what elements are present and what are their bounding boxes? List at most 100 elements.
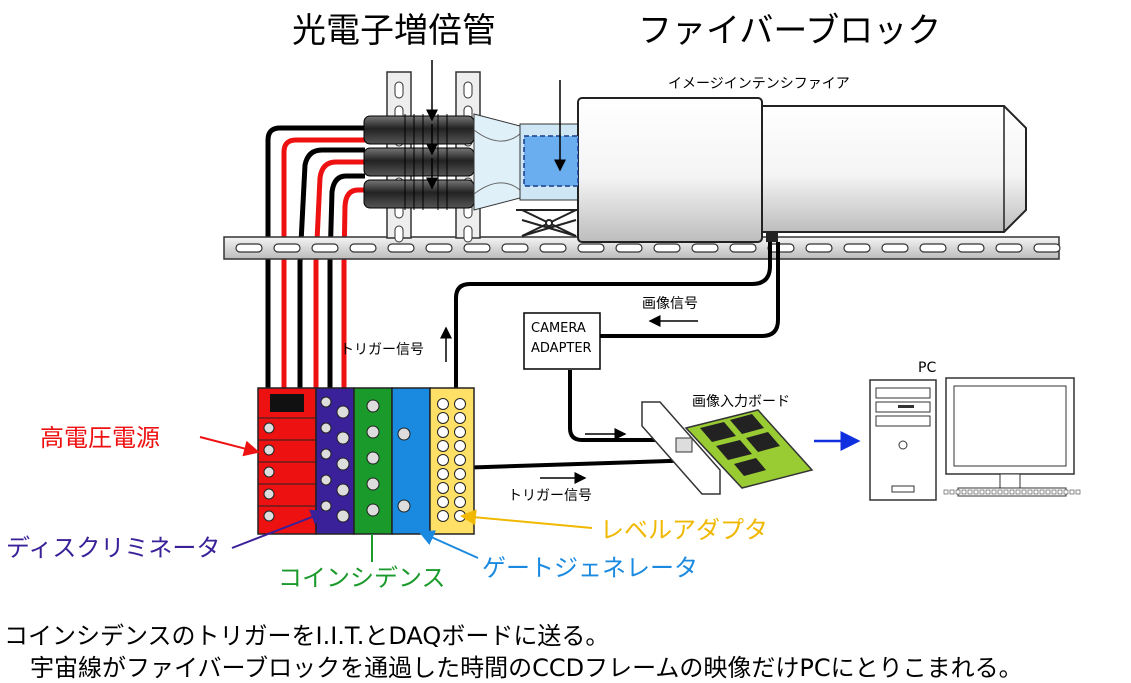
level-connector bbox=[454, 454, 466, 466]
level-connector bbox=[454, 398, 466, 410]
level-connector bbox=[454, 468, 466, 480]
hv-knob bbox=[263, 466, 275, 478]
disc-knob bbox=[320, 422, 332, 434]
discriminator-label: ディスクリミネータ bbox=[6, 534, 221, 562]
hv-power-label: 高電圧電源 bbox=[40, 424, 160, 452]
rail-slot bbox=[539, 243, 567, 253]
coin-knob bbox=[366, 503, 380, 517]
rail-slot bbox=[273, 243, 301, 253]
scissor-lift bbox=[516, 209, 582, 237]
direction-arrows bbox=[440, 315, 698, 484]
rail-slot bbox=[1033, 243, 1061, 253]
rail-slot bbox=[729, 243, 757, 253]
keyboard-key bbox=[1057, 489, 1063, 495]
disc-knob bbox=[336, 483, 350, 497]
keyboard-key bbox=[1075, 489, 1081, 495]
rail-slot bbox=[691, 243, 719, 253]
level-connector bbox=[454, 482, 466, 494]
rail-slot bbox=[653, 243, 681, 253]
level-connector bbox=[454, 496, 466, 508]
keyboard-key bbox=[943, 489, 949, 495]
disc-knob bbox=[336, 457, 350, 471]
gate-knob bbox=[397, 427, 411, 441]
coin-knob bbox=[366, 477, 380, 491]
pc-label: PC bbox=[918, 360, 937, 376]
rail-slot bbox=[957, 243, 985, 253]
rail-slot bbox=[615, 243, 643, 253]
level-adapter-module bbox=[429, 387, 475, 535]
image-intensifier bbox=[577, 97, 1027, 243]
coin-knob bbox=[366, 425, 380, 439]
keyboard-key bbox=[1009, 489, 1015, 495]
hv-knob bbox=[263, 422, 275, 434]
level-connector bbox=[437, 496, 449, 508]
rail-slot bbox=[463, 243, 491, 253]
keyboard-key bbox=[1033, 489, 1039, 495]
keyboard-key bbox=[1063, 489, 1069, 495]
keyboard-key bbox=[979, 489, 985, 495]
keyboard-key bbox=[1003, 489, 1009, 495]
keyboard-key bbox=[961, 489, 967, 495]
disc-knob bbox=[320, 500, 332, 512]
capture-board bbox=[641, 401, 814, 495]
signal-cables bbox=[454, 242, 780, 470]
disc-knob bbox=[336, 431, 350, 445]
keyboard-key bbox=[1069, 489, 1075, 495]
hv-knob bbox=[263, 444, 275, 456]
fiber-block bbox=[523, 80, 579, 187]
keyboard-key bbox=[1045, 489, 1051, 495]
trigger-signal-upper-label: トリガー信号 bbox=[340, 342, 424, 358]
plate-slot bbox=[463, 225, 473, 243]
camera-adapter-box bbox=[523, 312, 601, 370]
coin-knob bbox=[366, 451, 380, 465]
level-connector bbox=[437, 454, 449, 466]
keyboard-key bbox=[949, 489, 955, 495]
photomultiplier-tubes bbox=[363, 114, 475, 210]
rail-slot bbox=[577, 243, 605, 253]
disc-knob bbox=[336, 509, 350, 523]
trigger-signal-lower-label: トリガー信号 bbox=[508, 488, 592, 504]
keyboard-key bbox=[991, 489, 997, 495]
plate-slot bbox=[463, 81, 473, 99]
pc-monitor bbox=[943, 377, 1081, 497]
rail-slot bbox=[387, 243, 415, 253]
coincidence-label: コインシデンス bbox=[278, 564, 446, 592]
level-connector bbox=[437, 510, 449, 522]
rail-slot bbox=[805, 243, 833, 253]
keyboard-key bbox=[1051, 489, 1057, 495]
level-connector bbox=[454, 440, 466, 452]
rail-slot bbox=[995, 243, 1023, 253]
level-connector bbox=[437, 468, 449, 480]
caption-line-2: 宇宙線がファイバーブロックを通過した時間のCCDフレームの映像だけPCにとりこま… bbox=[30, 654, 1023, 682]
keyboard-key bbox=[985, 489, 991, 495]
rail-slot bbox=[843, 243, 871, 253]
label-pointers bbox=[199, 436, 593, 562]
hv-display bbox=[270, 394, 304, 412]
rail-slot bbox=[425, 243, 453, 253]
rail-slot bbox=[881, 243, 909, 253]
nim-crate bbox=[257, 387, 475, 535]
rail-slot bbox=[501, 243, 529, 253]
caption-line-1: コインシデンスのトリガーをI.I.T.とDAQボードに送る。 bbox=[4, 622, 610, 650]
image-intensifier-label: イメージインテンシファイア bbox=[668, 76, 850, 92]
disc-knob bbox=[320, 448, 332, 460]
level-connector bbox=[454, 412, 466, 424]
level-connector bbox=[437, 426, 449, 438]
gate-knob bbox=[397, 499, 411, 513]
keyboard-key bbox=[1015, 489, 1021, 495]
fiber-block-title: ファイバーブロック bbox=[638, 11, 942, 51]
keyboard-key bbox=[955, 489, 961, 495]
level-connector bbox=[454, 426, 466, 438]
keyboard-key bbox=[1021, 489, 1027, 495]
capture-board-label: 画像入力ボード bbox=[692, 394, 790, 410]
level-adapter-label: レベルアダプタ bbox=[600, 516, 768, 544]
coin-knob bbox=[366, 399, 380, 413]
keyboard-key bbox=[973, 489, 979, 495]
level-connector bbox=[437, 398, 449, 410]
level-connector bbox=[437, 412, 449, 424]
level-connector bbox=[437, 440, 449, 452]
pmt-title: 光電子増倍管 bbox=[292, 11, 496, 51]
keyboard-key bbox=[967, 489, 973, 495]
disc-knob bbox=[320, 474, 332, 486]
